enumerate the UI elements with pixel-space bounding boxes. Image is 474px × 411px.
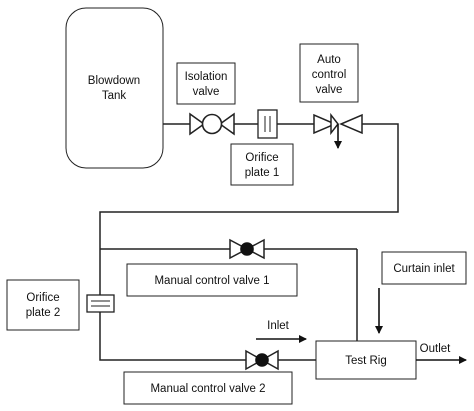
test-rig-box [315,340,417,380]
mcv2-ball [255,353,269,367]
isolation-valve-right-triangle [218,112,235,136]
orifice-plate-2: Orifice plate 2 [6,279,115,331]
manual-control-valve-1: Manual control valve 1 [126,238,298,297]
orifice-plate-2-label-line2: plate 2 [26,307,61,319]
blowdown-tank-vessel [65,7,164,169]
mcv1-right-triangle [245,238,265,260]
curtain-inlet-label-box [381,251,467,285]
isolation-valve-label-line1: Isolation [185,71,228,83]
manual-control-valve-1-label-box [126,263,298,297]
orifice-plate-1-symbol [257,109,278,139]
test-rig-label: Test Rig [345,355,387,367]
mcv2-right-triangle [260,349,279,371]
auto-control-valve: Auto control valve [299,43,363,149]
orifice-plate-1-label-line2: plate 1 [245,167,280,179]
pipework [99,123,399,361]
auto-control-valve-label-line2: control [312,69,347,81]
isolation-valve: Isolation valve [176,62,236,136]
blowdown-tank-label-line2: Tank [102,90,127,102]
outlet-label: Outlet [420,343,451,355]
mcv2-left-triangle [245,349,264,371]
auto-valve-middle-triangle [330,112,339,136]
orifice-plate-1-label-line1: Orifice [245,152,278,164]
isolation-valve-label-line2: valve [193,86,220,98]
orifice-plate-2-label-box [6,279,80,331]
manual-control-valve-2-label-box [123,371,293,405]
mcv1-left-triangle [229,238,249,260]
test-rig: Test Rig [315,340,417,380]
inlet: Inlet [256,320,307,343]
orifice-plate-2-symbol [86,294,115,313]
orifice-plate-1: Orifice plate 1 [230,109,294,186]
mcv1-ball [240,242,254,256]
isolation-valve-symbol [189,112,235,136]
blowdown-tank: Blowdown Tank [65,7,164,169]
manual-control-valve-2: Manual control valve 2 [123,349,293,405]
manual-control-valve-2-label: Manual control valve 2 [150,383,265,395]
manual-control-valve-1-symbol [229,238,265,260]
blowdown-tank-label-line1: Blowdown [88,75,140,87]
orifice-plate-2-label-line1: Orifice [26,292,59,304]
auto-valve-left-triangle [313,113,337,135]
manual-control-valve-2-symbol [245,349,279,371]
isolation-valve-label-box [176,62,236,105]
auto-control-valve-label-line3: valve [316,84,343,96]
manual-control-valve-1-label: Manual control valve 1 [154,275,269,287]
inlet-label: Inlet [267,320,290,332]
outlet: Outlet [416,343,467,364]
isolation-valve-left-triangle [189,112,206,136]
isolation-valve-ball [201,113,223,135]
auto-valve-right-triangle [339,113,363,135]
auto-control-valve-label-line1: Auto [317,54,341,66]
pipe-auto-valve-return-loop [99,123,399,361]
auto-control-valve-label-box [299,43,359,103]
curtain-inlet-label: Curtain inlet [393,263,455,275]
orifice-plate-1-label-box [230,143,294,186]
auto-control-valve-symbol [313,112,363,149]
curtain-inlet: Curtain inlet [375,251,467,334]
